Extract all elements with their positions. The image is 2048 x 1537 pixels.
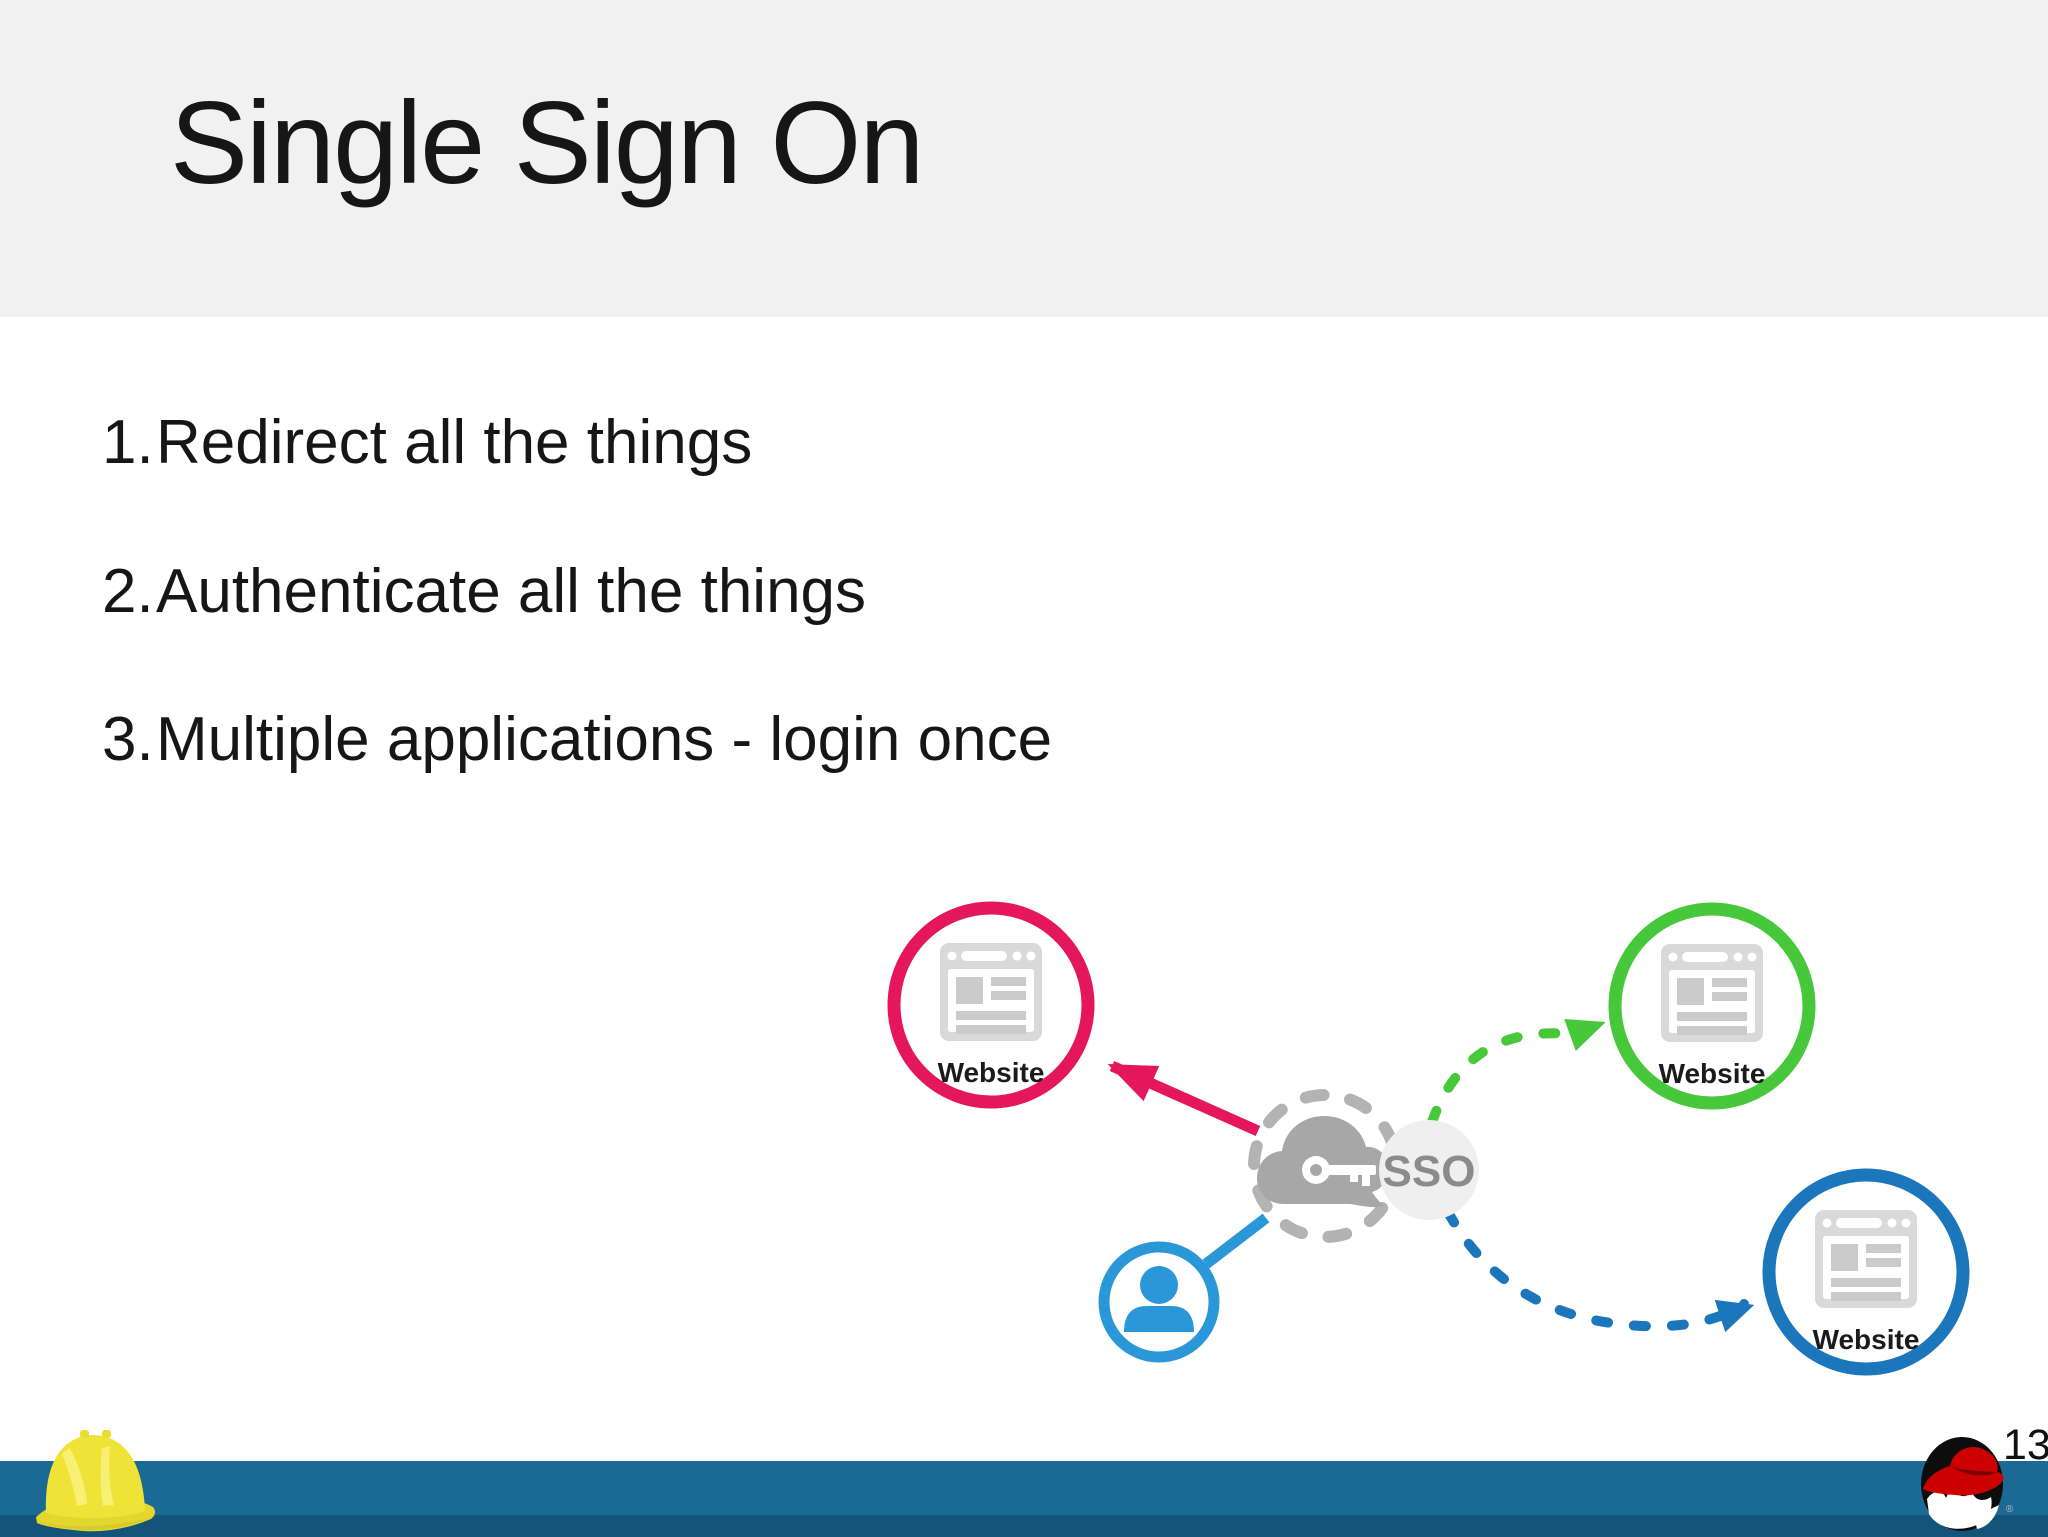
list-number: 3. xyxy=(102,705,154,774)
website-label: Website xyxy=(1813,1324,1920,1355)
list-text: Multiple applications - login once xyxy=(156,705,1053,774)
green-dashed-arrow xyxy=(1427,1028,1575,1127)
user-node xyxy=(1098,1241,1220,1363)
hard-hat-icon xyxy=(36,1430,156,1532)
page-number: 13 xyxy=(2003,1421,2048,1469)
list-item: 2. Authenticate all the things xyxy=(102,561,866,623)
user-icon-body xyxy=(1124,1306,1194,1332)
footer-bar-dark xyxy=(0,1515,2048,1537)
website-label: Website xyxy=(938,1057,1045,1088)
slide-header xyxy=(0,0,2048,317)
trademark-symbol: ® xyxy=(2006,1504,2014,1515)
list-text: Authenticate all the things xyxy=(156,557,867,626)
list-number: 2. xyxy=(102,557,154,626)
green-arrowhead xyxy=(1564,1019,1606,1051)
user-to-sso-line xyxy=(1202,1213,1270,1269)
red-hat-logo: ® xyxy=(1921,1437,2014,1531)
website-node-blue: Website xyxy=(1762,1168,1970,1376)
website-label: Website xyxy=(1659,1058,1766,1089)
website-icon xyxy=(1815,1210,1917,1308)
sso-badge xyxy=(1379,1120,1479,1220)
blue-arrowhead xyxy=(1714,1299,1755,1333)
footer-bar xyxy=(0,1461,2048,1515)
website-icon xyxy=(1661,944,1763,1042)
website-node-pink: Website xyxy=(887,901,1095,1109)
website-icon xyxy=(940,943,1042,1041)
list-item: 3. Multiple applications - login once xyxy=(102,709,1052,771)
list-text: Redirect all the things xyxy=(156,408,753,477)
list-item: 1. Redirect all the things xyxy=(102,412,752,474)
cloud-key-icon xyxy=(1257,1116,1389,1208)
page-title: Single Sign On xyxy=(170,77,924,208)
sso-label: SSO xyxy=(1383,1147,1476,1196)
pink-redirect-arrow xyxy=(1107,1060,1261,1137)
website-node-green: Website xyxy=(1608,902,1816,1110)
blue-dashed-arrow xyxy=(1443,1207,1749,1332)
user-icon xyxy=(1140,1266,1178,1304)
list-number: 1. xyxy=(102,408,154,477)
